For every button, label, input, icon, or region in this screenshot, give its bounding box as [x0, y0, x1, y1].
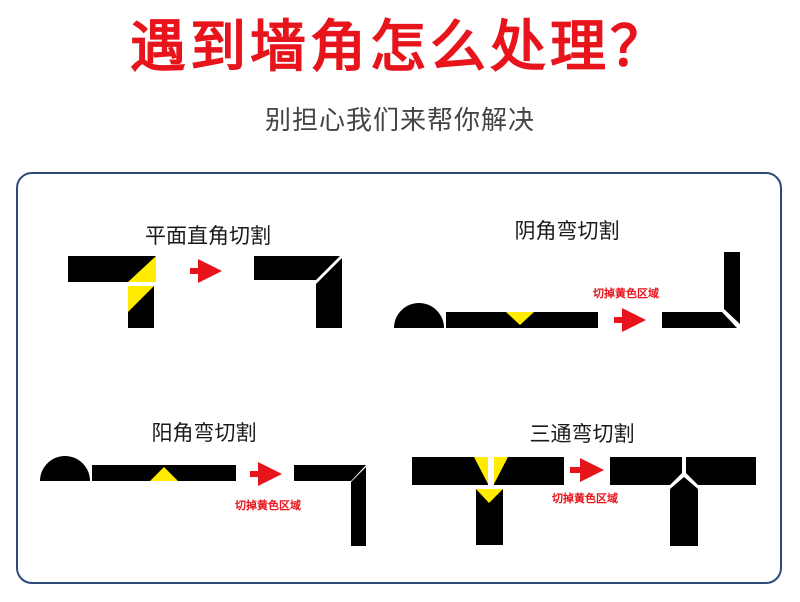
after-horizontal-strip: [294, 465, 366, 481]
profile-semicircle: [394, 303, 444, 328]
caption-flat-right-angle: 平面直角切割: [145, 224, 271, 248]
after-horizontal-strip: [254, 256, 340, 280]
after-left-strip: [610, 457, 682, 485]
panel-outer-corner: 阳角弯切割 切掉黄色区域: [40, 421, 366, 546]
before-flat-right-angle: [68, 256, 156, 328]
after-vertical-strip: [724, 252, 740, 324]
yellow-cut-region: [150, 467, 178, 481]
profile-semicircle: [40, 456, 90, 481]
after-right-strip: [686, 457, 756, 485]
after-stem-strip: [670, 477, 698, 546]
yellow-cut-region: [128, 286, 154, 312]
left-strip: [412, 457, 488, 485]
panel-flat-right-angle: 平面直角切割: [68, 224, 342, 328]
cut-note: 切掉黄色区域: [593, 286, 659, 300]
yellow-cut-region: [476, 489, 503, 503]
caption-inner-corner: 阴角弯切割: [515, 219, 620, 243]
page-subtitle: 别担心我们来帮你解决: [264, 106, 535, 136]
panel-inner-corner: 阴角弯切割 切掉黄色区域: [394, 219, 740, 332]
cut-note: 切掉黄色区域: [552, 491, 618, 505]
after-horizontal-strip: [662, 312, 737, 328]
yellow-cut-region: [474, 457, 488, 484]
after-vertical-strip: [316, 258, 342, 328]
yellow-cut-region: [494, 457, 508, 484]
page-title: 遇到墙角怎么处理？: [130, 15, 670, 80]
panel-tee-joint: 三通弯切割 切掉黄色区域: [412, 422, 756, 546]
right-strip: [494, 457, 564, 485]
diagram-frame: [16, 172, 782, 584]
yellow-cut-region: [506, 312, 534, 325]
caption-outer-corner: 阳角弯切割: [152, 421, 257, 445]
after-vertical-strip: [351, 467, 366, 546]
yellow-cut-region: [128, 256, 156, 282]
caption-tee-joint: 三通弯切割: [530, 422, 635, 446]
cut-note: 切掉黄色区域: [235, 498, 301, 512]
